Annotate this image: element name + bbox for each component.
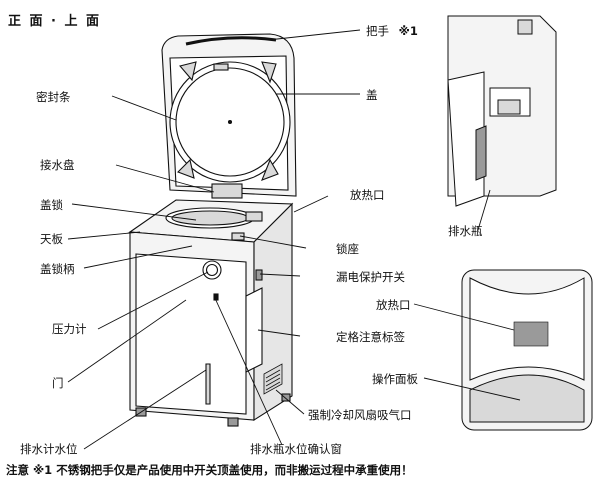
label-drain-bottle: 排水瓶: [448, 224, 483, 238]
door-drawing: [135, 253, 247, 415]
label-top-plate: 天板: [40, 232, 63, 246]
fan-grille-drawing: [263, 363, 283, 395]
inset-top-view: [461, 269, 593, 431]
lid-drawing: [161, 33, 297, 197]
label-drain-bottle-window: 排水瓶水位确认窗: [250, 442, 342, 456]
inset-drain-bottle: [447, 15, 557, 207]
label-pressure-gauge: 压力计: [52, 322, 87, 336]
label-lid-lock: 盖锁: [40, 198, 63, 212]
label-leakage-switch: 漏电保护开关: [336, 270, 405, 284]
label-lid: 盖: [366, 88, 378, 102]
footer-note: 注意 ※1 不锈钢把手仅是产品使用中开关顶盖使用，而非搬运过程中承重使用！: [6, 463, 413, 477]
label-handle-text: 把手: [366, 24, 389, 38]
label-fan-intake: 强制冷却风扇吸气口: [308, 408, 412, 422]
label-handle-mark: ※1: [398, 24, 418, 38]
label-control-panel: 操作面板: [372, 372, 418, 386]
label-handle: 把手 ※1: [366, 24, 418, 38]
leader-lines: [67, 29, 521, 450]
page-title: 正 面 · 上 面: [8, 14, 102, 29]
label-door: 门: [52, 376, 64, 390]
drip-tray-drawing: [211, 183, 243, 199]
label-seal: 密封条: [36, 90, 71, 104]
label-lock-seat: 锁座: [336, 242, 359, 256]
label-drain-level: 排水计水位: [20, 442, 78, 456]
label-lock-handle: 盖锁柄: [40, 262, 75, 276]
leakage-switch-drawing: [255, 269, 263, 281]
rating-label-drawing: [245, 287, 263, 373]
label-vent-top: 放热口: [350, 188, 385, 202]
label-vent-panel: 放热口: [376, 298, 411, 312]
gauge-drawing: [202, 260, 222, 280]
label-rating-label: 定格注意标签: [336, 330, 405, 344]
label-drip-tray: 接水盘: [40, 158, 75, 172]
handle-drawing: [185, 36, 277, 46]
vent-grid-drawing: [513, 321, 549, 347]
